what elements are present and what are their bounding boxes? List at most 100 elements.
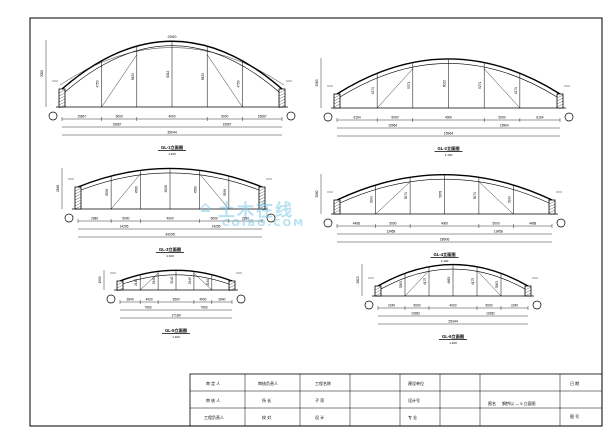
column-hatch: [58, 101, 66, 106]
column-hatch: [58, 95, 66, 100]
column-hatch: [278, 98, 286, 103]
dimension-label: 5271: [478, 82, 482, 89]
axis-bubble: [64, 213, 74, 223]
dimension-label: 5098: [164, 185, 168, 192]
support-column: [333, 93, 341, 109]
dimension-label: 3999: [507, 196, 511, 203]
dimension-label: 5071: [404, 192, 408, 199]
dimension-label: 5071: [473, 192, 477, 199]
column-hatch: [548, 203, 556, 208]
dimension-label: 4000: [449, 304, 456, 308]
dimension-label: 15667: [77, 115, 86, 119]
dimension-label: 4458: [353, 222, 360, 226]
dimension-label: 34295: [165, 233, 175, 237]
column-hatch: [556, 100, 564, 105]
column-hatch: [374, 286, 382, 291]
dimension-label: 5000: [116, 115, 123, 119]
dimension-label: 5000: [221, 115, 228, 119]
dimension-label: 5271: [407, 82, 411, 89]
elevation-title: GL-6立面图: [442, 333, 464, 340]
column-hatch: [548, 209, 556, 214]
brace: [376, 68, 413, 109]
support-column: [374, 285, 382, 297]
dimension-label: 6012: [166, 70, 170, 77]
support-column: [58, 88, 66, 108]
dimension-label: 4000: [441, 222, 448, 226]
column-hatch: [116, 287, 124, 292]
dimension-label: 13458: [386, 230, 395, 234]
brace: [207, 54, 243, 108]
column-hatch: [258, 193, 266, 198]
elevation-title: GL-3立面图: [159, 246, 181, 253]
dimension-label: 35044: [167, 131, 177, 135]
dimension-label: 15667: [258, 115, 267, 119]
axis-bubble: [556, 218, 566, 228]
dimension-label: 3598: [105, 189, 109, 196]
tb-label: 所 长: [262, 397, 271, 403]
column-hatch: [74, 193, 82, 198]
tb-label: 审核负责人: [258, 380, 278, 386]
dimension-label: 15667: [113, 123, 122, 127]
tb-drawing-title: 钢拱以 — 5 立面图: [502, 400, 536, 406]
dimension-label: 13458: [494, 230, 503, 234]
dimension-label: 5878: [439, 191, 443, 198]
column-hatch: [333, 100, 341, 105]
column-hatch: [228, 287, 236, 292]
brace: [199, 173, 230, 210]
elevation-scale: 1:100: [166, 254, 174, 258]
dimension-label: 3260: [315, 79, 319, 86]
support-column: [333, 199, 341, 215]
axis-bubble: [266, 213, 276, 223]
column-hatch: [278, 101, 286, 106]
dimension-label: 3999: [370, 196, 374, 203]
dimension-label: 2140: [134, 279, 138, 286]
column-hatch: [258, 187, 266, 192]
column-hatch: [333, 97, 341, 102]
arch-outer-curve: [77, 167, 263, 188]
brace: [484, 68, 521, 109]
dimension-label: 3080: [315, 190, 319, 197]
column-hatch: [556, 97, 564, 102]
dimension-label: 7990: [200, 306, 207, 310]
column-hatch: [258, 205, 266, 210]
dimension-label: 3598: [223, 189, 227, 196]
dimension-label: 6164: [354, 116, 361, 120]
column-hatch: [524, 292, 532, 297]
elevation-scale: 1:100: [168, 152, 176, 156]
column-hatch: [278, 104, 286, 109]
tb-label: 建设单位: [408, 380, 424, 386]
tb-label: 图名: [488, 400, 496, 406]
column-hatch: [556, 103, 564, 108]
dimension-label: 2945: [188, 277, 192, 284]
dimension-label: 2840: [127, 298, 134, 302]
column-hatch: [524, 286, 532, 291]
dimension-label: 2140: [206, 279, 210, 286]
column-hatch: [258, 202, 266, 207]
column-hatch: [74, 190, 82, 195]
dimension-label: 1990: [98, 276, 102, 283]
arch-outer-curve: [336, 173, 553, 201]
column-hatch: [74, 202, 82, 207]
support-column: [116, 280, 124, 291]
column-hatch: [228, 281, 236, 286]
brace: [140, 273, 159, 291]
dimension-label: 3263: [495, 281, 499, 288]
arch-outer-curve: [61, 40, 283, 90]
tb-label: 专 业: [408, 414, 417, 420]
dimension-label: 2945: [152, 277, 156, 284]
axis-bubble: [286, 111, 296, 121]
dimension-label: 10282: [411, 312, 420, 316]
watermark-logo-icon: ⌂: [200, 198, 211, 216]
column-hatch: [258, 190, 266, 195]
dimension-label: 4175: [471, 278, 475, 285]
axis-bubble: [323, 218, 333, 228]
support-column: [556, 93, 564, 109]
dimension-label: 4750: [236, 80, 240, 87]
axis-bubble: [236, 294, 246, 304]
dimension-label: 3140: [170, 276, 174, 283]
